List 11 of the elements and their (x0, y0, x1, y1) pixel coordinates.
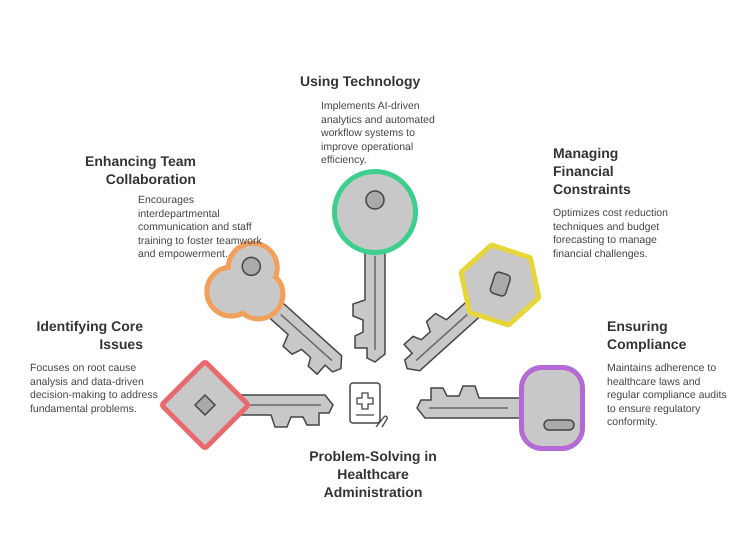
heading: Using Technology (300, 72, 420, 90)
description-text: Optimizes cost reduction techniques and budget forecasting to manage financial challenges. (553, 207, 669, 261)
description-text: Encourages interdepartmental communication and staff training to foster teamwork and empowerment. (138, 194, 263, 262)
heading: Identifying Core Issues (35, 317, 143, 353)
heading: Enhancing Team Collaboration (84, 152, 196, 188)
description-text: Focuses on root cause analysis and data-driven decision-making to address fundamental problems. (30, 362, 159, 416)
description-text: Implements AI-driven analytics and automated workflow systems to improve operational efficiency. (321, 100, 436, 168)
diagram-title: Problem-Solving in Healthcare Administration (308, 447, 438, 501)
description-text: Maintains adherence to healthcare laws and regular compliance audits to ensure regulatory conformity. (607, 362, 728, 430)
heading: Ensuring Compliance (607, 317, 688, 353)
heading: Managing Financial Constraints (553, 144, 632, 198)
